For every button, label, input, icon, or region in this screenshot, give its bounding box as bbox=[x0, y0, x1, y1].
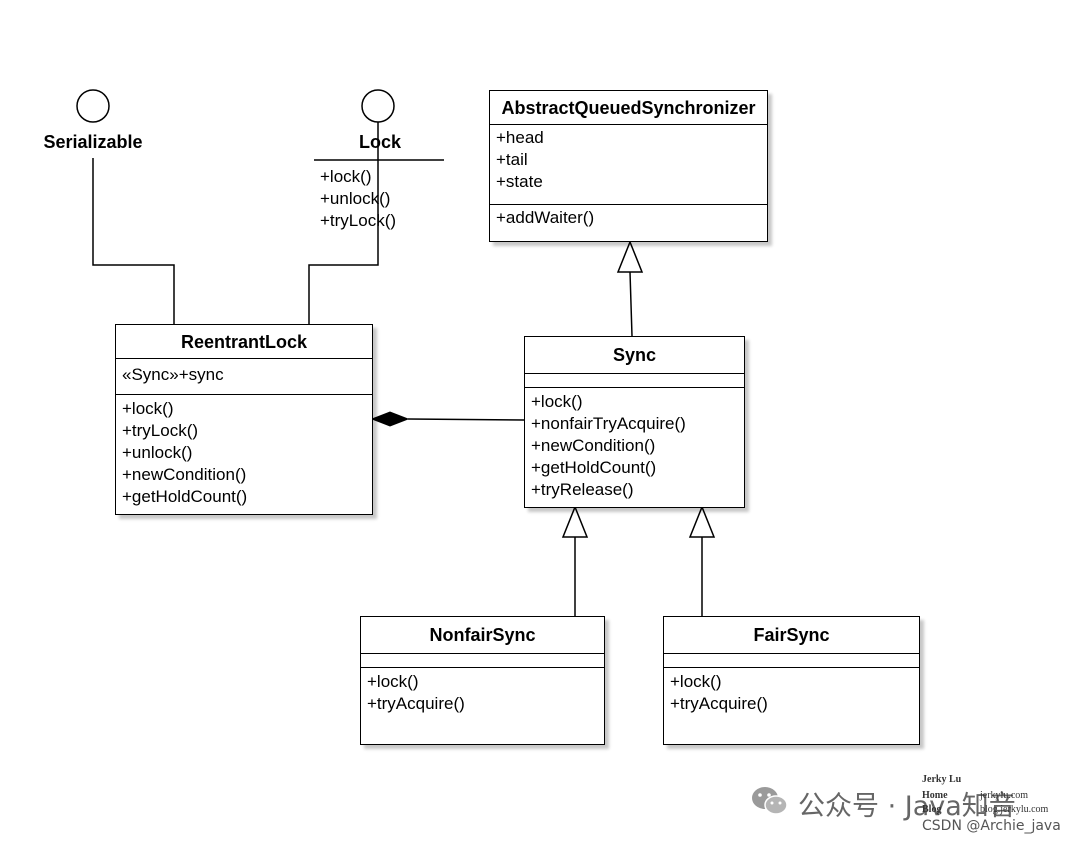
sync-to-aqs-arrowhead bbox=[616, 239, 644, 273]
operation: +tryAcquire() bbox=[670, 694, 768, 713]
class-name: Sync bbox=[525, 337, 744, 374]
nonfairsync-class-box: NonfairSync +lock() +tryAcquire() bbox=[360, 616, 605, 745]
operation: +getHoldCount() bbox=[122, 487, 248, 506]
class-name: NonfairSync bbox=[361, 617, 604, 654]
composition-diamond bbox=[370, 411, 410, 427]
lock-interface-circle bbox=[361, 89, 395, 123]
operation: +lock() bbox=[531, 392, 583, 411]
class-name: ReentrantLock bbox=[116, 325, 372, 359]
operations-section: +lock() +tryAcquire() bbox=[664, 668, 919, 717]
attributes-section bbox=[361, 654, 604, 668]
class-name: FairSync bbox=[664, 617, 919, 654]
jerky-watermark-site: blog.jerkylu.com bbox=[980, 804, 1049, 815]
operation: +nonfairTryAcquire() bbox=[531, 414, 686, 433]
class-name: AbstractQueuedSynchronizer bbox=[490, 91, 767, 125]
operations-section: +lock() +tryAcquire() bbox=[361, 668, 604, 717]
jerky-watermark-name: Jerky Lu bbox=[922, 774, 962, 785]
operation: +tryRelease() bbox=[531, 480, 634, 499]
lock-operation: +tryLock() bbox=[320, 211, 397, 230]
operation: +lock() bbox=[367, 672, 419, 691]
attributes-section bbox=[525, 374, 744, 388]
attributes-section bbox=[664, 654, 919, 668]
lock-realization-line bbox=[308, 122, 379, 324]
serializable-interface-label: Serializable bbox=[43, 132, 143, 152]
attribute: +state bbox=[496, 172, 543, 191]
lock-interface-label: Lock bbox=[358, 132, 401, 152]
fair-to-sync-arrowhead bbox=[688, 504, 716, 538]
operations-section: +lock() +nonfairTryAcquire() +newConditi… bbox=[525, 388, 744, 503]
attribute: +head bbox=[496, 128, 544, 147]
fairsync-class-box: FairSync +lock() +tryAcquire() bbox=[663, 616, 920, 745]
serializable-realization-line bbox=[92, 158, 175, 324]
composition-line bbox=[407, 418, 525, 421]
operation: +unlock() bbox=[122, 443, 193, 462]
operation: +newCondition() bbox=[122, 465, 247, 484]
operation: +newCondition() bbox=[531, 436, 656, 455]
lock-operation: +lock() bbox=[320, 167, 372, 186]
operation: +tryAcquire() bbox=[367, 694, 465, 713]
reentrantlock-class-box: ReentrantLock «Sync»+sync +lock() +tryLo… bbox=[115, 324, 373, 515]
nonfair-to-sync-arrowhead bbox=[561, 504, 589, 538]
csdn-watermark: CSDN @Archie_java bbox=[922, 818, 1061, 834]
serializable-interface-circle bbox=[76, 89, 110, 123]
operations-section: +addWaiter() bbox=[490, 205, 767, 231]
attributes-section: «Sync»+sync bbox=[116, 359, 372, 395]
operation: +lock() bbox=[122, 399, 174, 418]
jerky-watermark-link: Blog bbox=[922, 804, 942, 815]
operation: +getHoldCount() bbox=[531, 458, 657, 477]
attributes-section: +head +tail +state bbox=[490, 125, 767, 205]
operation: +addWaiter() bbox=[496, 208, 595, 227]
wechat-icon bbox=[752, 787, 788, 815]
operation: +tryLock() bbox=[122, 421, 199, 440]
sync-to-aqs-generalization-line bbox=[629, 271, 633, 337]
lock-operation: +unlock() bbox=[320, 189, 391, 208]
attribute: +tail bbox=[496, 150, 528, 169]
operations-section: +lock() +tryLock() +unlock() +newConditi… bbox=[116, 395, 372, 510]
jerky-watermark-link: Home bbox=[922, 790, 948, 801]
operation: +lock() bbox=[670, 672, 722, 691]
sync-class-box: Sync +lock() +nonfairTryAcquire() +newCo… bbox=[524, 336, 745, 508]
aqs-class-box: AbstractQueuedSynchronizer +head +tail +… bbox=[489, 90, 768, 242]
attribute: «Sync»+sync bbox=[122, 365, 224, 384]
wechat-watermark: 公众号 · Java知音 bbox=[798, 791, 1016, 822]
jerky-watermark-site: jerkylu.com bbox=[980, 790, 1029, 801]
